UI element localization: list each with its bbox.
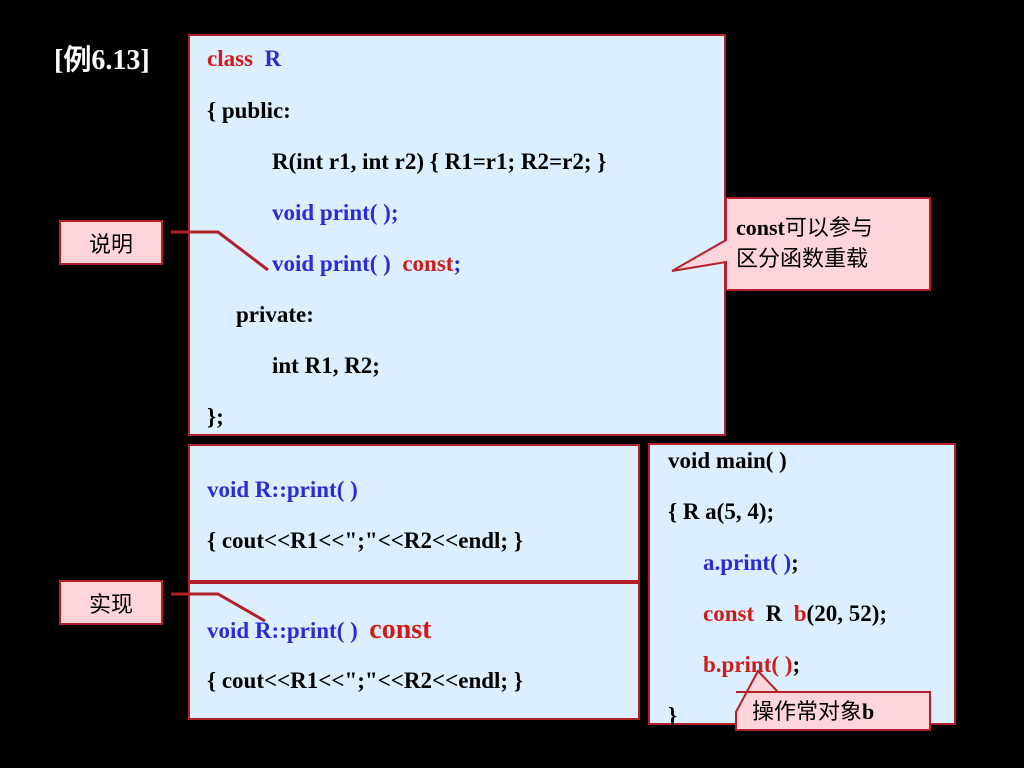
main-line-6: } <box>668 703 678 728</box>
print-const-decl: void print( ) <box>272 251 391 276</box>
callout-object-text: 操作常对象b <box>752 697 874 728</box>
print-call-a: .print( ) <box>714 550 792 575</box>
class-line-6: private: <box>236 302 314 327</box>
main-line-5: b.print( ); <box>703 652 800 678</box>
impl2-line-2: { cout<<R1<<";"<<R2<<endl; } <box>207 668 523 693</box>
class-line-4: void print( ); <box>272 200 399 225</box>
callout-const-keyword: const <box>736 215 785 240</box>
class-line-3: R(int r1, int r2) { R1=r1; R2=r2; } <box>272 149 607 174</box>
semicolon: ; <box>792 652 801 677</box>
label-implement: 实现 <box>59 580 163 625</box>
class-keyword: class <box>207 46 253 71</box>
class-line-7: int R1, R2; <box>272 353 380 378</box>
callout-const-text: const可以参与 区分函数重载 <box>736 213 873 275</box>
impl-box-print: void R::print( ) { cout<<R1<<";"<<R2<<en… <box>188 444 640 582</box>
impl1-line-2: { cout<<R1<<";"<<R2<<endl; } <box>207 528 523 553</box>
label-explain: 说明 <box>59 220 163 265</box>
main-line-4: const R b(20, 52); <box>703 601 887 627</box>
impl2-const-keyword: const <box>369 614 432 645</box>
callout-object-label: 操作常对象 <box>752 700 863 725</box>
semicolon: ; <box>453 251 462 276</box>
constructor-args: (20, 52); <box>806 601 888 626</box>
object-b: b <box>793 601 807 626</box>
main-line-2: { R a(5, 4); <box>668 499 775 524</box>
class-line-8: }; <box>207 404 224 429</box>
const-keyword: const <box>402 251 454 276</box>
impl2-signature: void R::print( ) <box>207 618 358 643</box>
class-line-1: class R <box>207 46 281 72</box>
callout-const-line1: 可以参与 <box>784 216 873 241</box>
class-name: R <box>264 46 282 71</box>
main-line-1: void main( ) <box>668 448 787 473</box>
callout-object-var: b <box>862 699 875 724</box>
main-line-3: a.print( ); <box>703 550 799 576</box>
slide-title: [例6.13] <box>54 45 150 76</box>
impl2-line-1: void R::print( ) const <box>207 614 432 645</box>
print-call-b: .print( ) <box>715 652 793 677</box>
type-r: R <box>765 601 783 626</box>
const-keyword: const <box>703 601 755 626</box>
main-function-box: void main( ) { R a(5, 4); a.print( ); co… <box>648 443 956 728</box>
class-line-2: { public: <box>207 98 291 123</box>
object-a: a <box>703 550 715 575</box>
callout-const-line2: 区分函数重载 <box>736 247 869 272</box>
class-declaration-box: class R { public: R(int r1, int r2) { R1… <box>188 34 726 436</box>
semicolon: ; <box>791 550 799 575</box>
impl1-line-1: void R::print( ) <box>207 477 358 502</box>
class-line-5: void print( ) const; <box>272 251 461 277</box>
object-b-ref: b <box>703 652 716 677</box>
impl-box-print-const: void R::print( ) const { cout<<R1<<";"<<… <box>188 582 640 720</box>
